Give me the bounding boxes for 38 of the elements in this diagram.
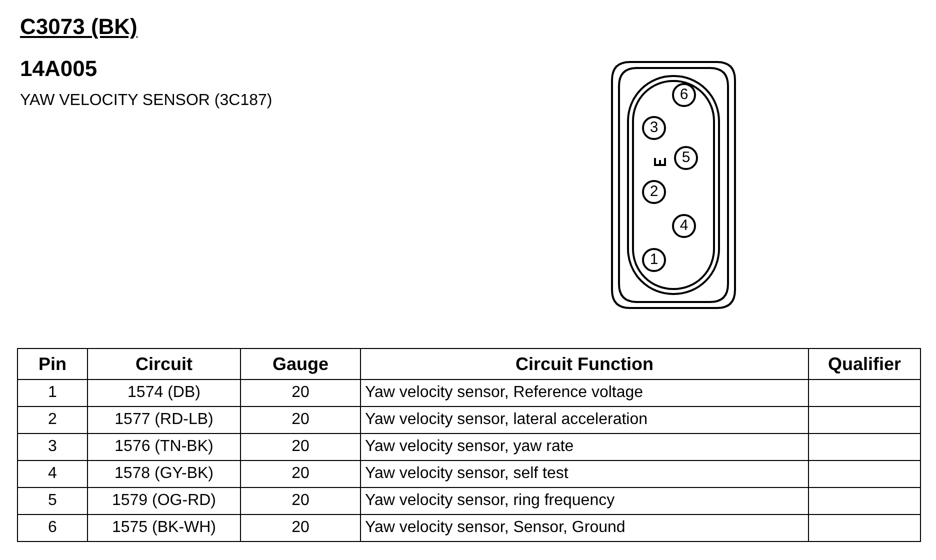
circuit-function: Yaw velocity sensor, ring frequency <box>360 488 808 514</box>
pin-number: 2 <box>18 406 88 434</box>
column-header: Gauge <box>240 348 360 380</box>
circuit-code: 1578 (GY-BK) <box>88 460 240 488</box>
wire-gauge: 20 <box>240 380 360 406</box>
circuit-function: Yaw velocity sensor, yaw rate <box>360 434 808 460</box>
pin-number-circle: 2 <box>642 180 666 204</box>
connector-title: C3073 (BK) <box>20 14 138 40</box>
circuit-code: 1579 (OG-RD) <box>88 488 240 514</box>
wire-gauge: 20 <box>240 434 360 460</box>
pin-number: 5 <box>18 488 88 514</box>
circuit-code: 1575 (BK-WH) <box>88 514 240 542</box>
pin-number-circle: 5 <box>674 146 698 170</box>
column-header: Qualifier <box>808 348 920 380</box>
pin-number: 4 <box>18 460 88 488</box>
pin-number-circle: 3 <box>642 116 666 140</box>
wire-gauge: 20 <box>240 406 360 434</box>
wire-gauge: 20 <box>240 488 360 514</box>
pin-number-circle: 1 <box>642 248 666 272</box>
circuit-function: Yaw velocity sensor, Sensor, Ground <box>360 514 808 542</box>
wire-gauge: 20 <box>240 514 360 542</box>
circuit-function: Yaw velocity sensor, Reference voltage <box>360 380 808 406</box>
circuit-function: Yaw velocity sensor, lateral acceleration <box>360 406 808 434</box>
circuit-function: Yaw velocity sensor, self test <box>360 460 808 488</box>
part-number: 14A005 <box>20 56 98 82</box>
column-header: Circuit Function <box>360 348 808 380</box>
component-name: YAW VELOCITY SENSOR (3C187) <box>20 92 272 110</box>
column-header: Circuit <box>88 348 240 380</box>
column-header: Pin <box>18 348 88 380</box>
pin-number: 6 <box>18 514 88 542</box>
pin-number: 3 <box>18 434 88 460</box>
circuit-code: 1577 (RD-LB) <box>88 406 240 434</box>
pin-number-circle: 6 <box>672 83 696 107</box>
pin-number: 1 <box>18 380 88 406</box>
circuit-code: 1574 (DB) <box>88 380 240 406</box>
pin-number-circle: 4 <box>672 214 696 238</box>
wire-gauge: 20 <box>240 460 360 488</box>
circuit-code: 1576 (TN-BK) <box>88 434 240 460</box>
